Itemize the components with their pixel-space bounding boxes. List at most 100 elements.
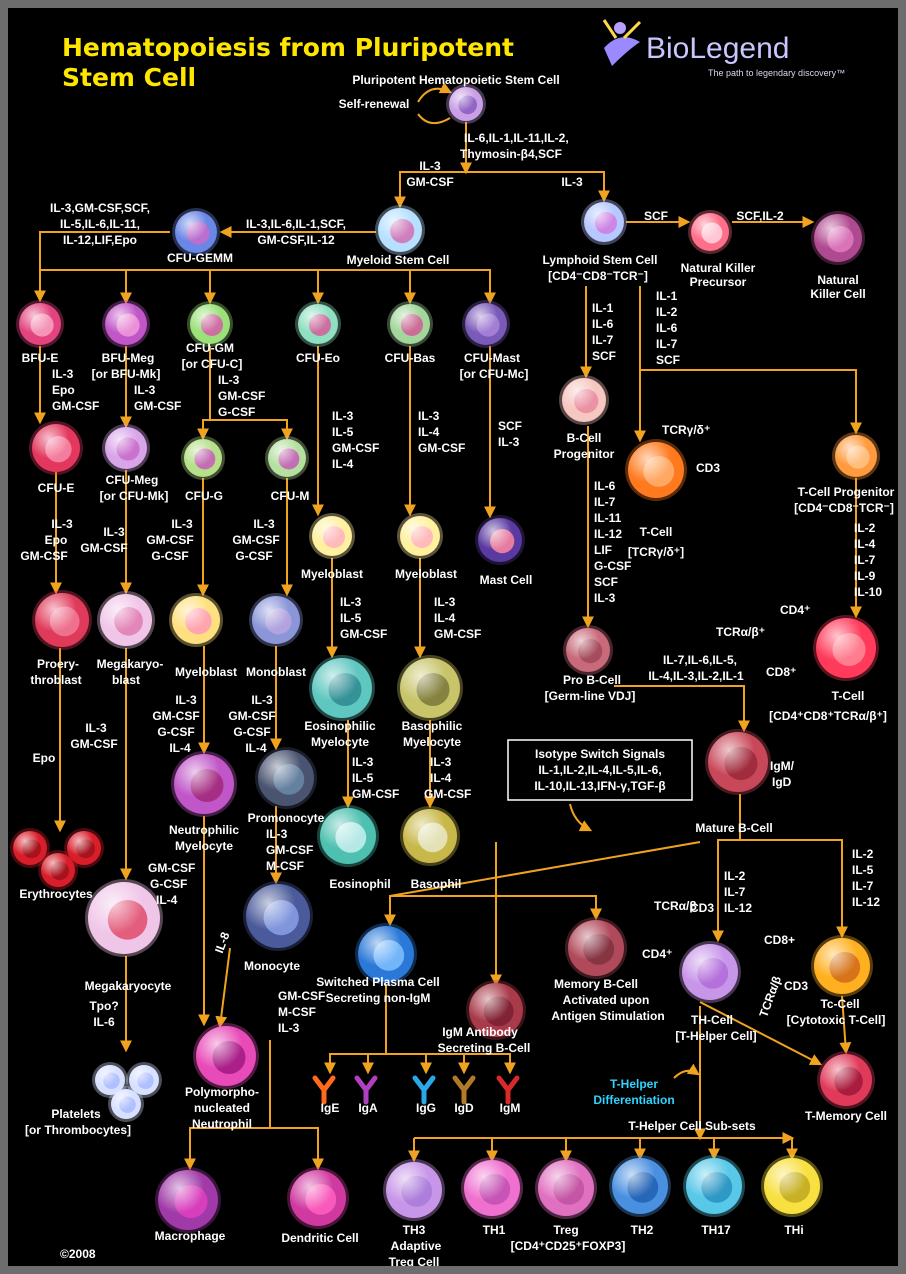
label-78: IL-3 (253, 517, 275, 531)
cell-plasma (355, 923, 417, 985)
cell-cfu-gm (187, 301, 233, 347)
arrow-49 (386, 1053, 516, 1075)
label-26: [or CFU-C] (182, 357, 243, 371)
label-199: Adaptive (391, 1239, 442, 1253)
label-50: IL-7 (592, 333, 614, 347)
label-165: CD3 (784, 979, 808, 993)
label-21: Killer Cell (810, 287, 865, 301)
label-33: GM-CSF (52, 399, 99, 413)
label-153: Erythrocytes (19, 887, 93, 901)
cell-treg (535, 1157, 597, 1219)
label-138: IL-3 (430, 755, 452, 769)
label-179: IL-3 (278, 1021, 300, 1035)
label-172: Antigen Stimulation (551, 1009, 664, 1023)
arrow-14 (197, 346, 211, 441)
label-122: IL-3 (251, 693, 273, 707)
label-28: CFU-Bas (385, 351, 436, 365)
cell-th (679, 941, 741, 1003)
label-81: IL-6 (594, 479, 616, 493)
arrow-48 (324, 984, 387, 1075)
copyright: ©2008 (60, 1247, 96, 1261)
label-53: IL-2 (656, 305, 678, 319)
arrow-20 (639, 286, 862, 435)
label-100: IL-3 (434, 595, 456, 609)
label-128: Epo (33, 751, 56, 765)
label-161: TCRα/β (654, 899, 697, 913)
label-205: TH17 (701, 1223, 731, 1237)
label-102: GM-CSF (434, 627, 481, 641)
arrow-54 (270, 1127, 324, 1171)
label-15: SCF,IL-2 (736, 209, 784, 223)
diagram-canvas: Hematopoiesis from Pluripotent Stem Cell… (10, 19, 895, 1266)
th-diff-line-2: Differentiation (593, 1093, 674, 1107)
label-203: [CD4⁺CD25⁺FOXP3] (511, 1239, 626, 1253)
label-20: Natural (817, 273, 858, 287)
cell-plt2 (126, 1062, 162, 1098)
arrow-15 (210, 419, 293, 441)
label-176: [Cytotoxic T-Cell] (787, 1013, 886, 1027)
label-204: TH2 (631, 1223, 654, 1237)
label-151: Eosinophil (329, 877, 390, 891)
label-67: [or CFU-Mk] (100, 489, 169, 503)
label-144: Promonocyte (248, 811, 325, 825)
label-43: IL-3 (418, 409, 440, 423)
cell-neutrophil (193, 1023, 259, 1089)
label-120: G-CSF (157, 725, 194, 739)
label-47: IL-3 (498, 435, 520, 449)
cell-layer (10, 84, 880, 1233)
label-146: GM-CSF (266, 843, 313, 857)
label-97: IL-3 (340, 595, 362, 609)
label-131: Basophilic (402, 719, 463, 733)
label-103: CD4⁺ (780, 603, 810, 617)
cell-proery (32, 590, 92, 650)
cell-cfu-g (181, 436, 225, 480)
label-180: Tpo? (89, 999, 118, 1013)
label-118: IL-3 (175, 693, 197, 707)
label-157: IL-2 (852, 847, 874, 861)
label-14: SCF (644, 209, 668, 223)
cell-basophil (400, 806, 460, 866)
label-121: IL-4 (169, 741, 191, 755)
cell-hsc (446, 84, 486, 124)
label-2: IL-6,IL-1,IL-11,IL-2, (464, 131, 569, 145)
label-5: GM-CSF (406, 175, 453, 189)
label-110: Myeloblast (175, 665, 237, 679)
cell-cfu-meg (102, 424, 150, 472)
label-141: Mature B-Cell (695, 821, 772, 835)
label-133: IgM/ (770, 759, 795, 773)
label-101: IL-4 (434, 611, 456, 625)
label-89: IL-2 (854, 521, 876, 535)
label-41: GM-CSF (332, 441, 379, 455)
label-119: GM-CSF (152, 709, 199, 723)
arrow-1 (394, 171, 466, 209)
biolegend-logo-icon (602, 19, 642, 66)
label-86: G-CSF (594, 559, 631, 573)
label-64: [CD4⁻CD8⁻TCR⁻] (794, 501, 894, 515)
label-45: GM-CSF (418, 441, 465, 455)
antibody-icon-3 (452, 1075, 476, 1105)
label-194: [or Thrombocytes] (25, 1123, 131, 1137)
cell-promono (255, 747, 317, 809)
label-34: IL-3 (134, 383, 156, 397)
cell-eosinophil (317, 805, 379, 867)
label-155: IL-7 (724, 885, 746, 899)
label-189: IgG (416, 1101, 436, 1115)
label-37: GM-CSF (218, 389, 265, 403)
th-diff-arrow (673, 1063, 700, 1079)
label-177: GM-CSF (278, 989, 325, 1003)
label-38: G-CSF (218, 405, 255, 419)
cell-myeloid (375, 205, 425, 255)
label-112: IL-7,IL-6,IL-5, (663, 653, 737, 667)
label-56: SCF (656, 353, 680, 367)
label-94: Myeloblast (301, 567, 363, 581)
cell-th1 (461, 1157, 523, 1219)
label-48: IL-1 (592, 301, 614, 315)
label-54: IL-6 (656, 321, 678, 335)
rotated-label-0: IL-8 (212, 930, 233, 955)
label-149: G-CSF (150, 877, 187, 891)
cell-nk (811, 211, 865, 265)
label-16: Lymphoid Stem Cell (543, 253, 658, 267)
label-125: IL-4 (245, 741, 267, 755)
label-187: IgE (321, 1101, 340, 1115)
label-44: IL-4 (418, 425, 440, 439)
